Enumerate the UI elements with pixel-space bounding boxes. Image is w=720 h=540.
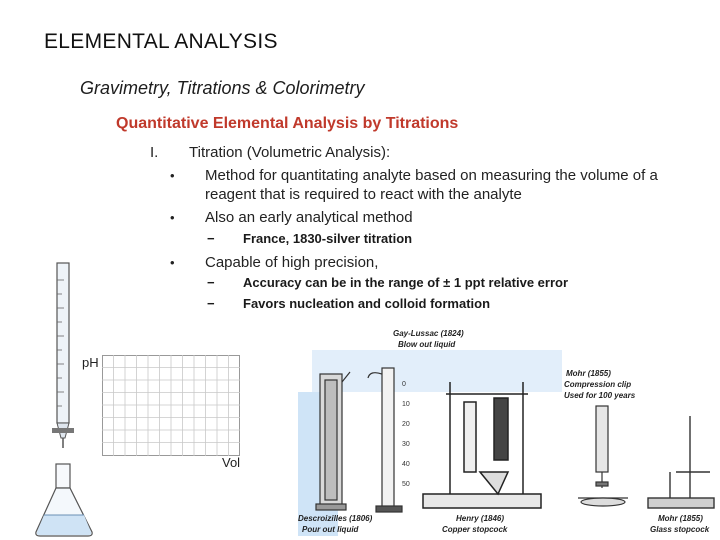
section-heading: Quantitative Elemental Analysis by Titra…: [116, 115, 459, 132]
slide-subtitle: Gravimetry, Titrations & Colorimetry: [80, 78, 365, 98]
caption-gay-lussac-note: Blow out liquid: [398, 340, 456, 349]
caption-mohr-glass: Mohr (1855): [658, 514, 703, 523]
burette-icon: [52, 262, 74, 448]
caption-descroizilles-note: Pour out liquid: [302, 525, 360, 534]
sub-bullet-marker: −: [207, 275, 215, 290]
graph-x-label: Vol: [222, 455, 241, 470]
caption-mohr-clip-note2: Used for 100 years: [564, 391, 636, 400]
sub-bullet-text: Favors nucleation and colloid formation: [243, 296, 491, 311]
caption-descroizilles: Descroizilles (1806): [298, 514, 373, 523]
titration-grid: [102, 355, 240, 456]
svg-text:10: 10: [402, 401, 410, 408]
graph-y-label: pH: [82, 355, 99, 370]
flask-icon: [35, 463, 93, 537]
bullet-marker: •: [170, 210, 175, 225]
sub-bullet-text: Accuracy can be in the range of ± 1 ppt …: [243, 275, 569, 290]
caption-henry-note: Copper stopcock: [442, 525, 508, 534]
svg-text:0: 0: [402, 381, 406, 388]
svg-text:30: 30: [402, 441, 410, 448]
svg-text:50: 50: [402, 481, 410, 488]
outline-marker: I.: [150, 144, 159, 161]
bullet-text: Also an early analytical method: [205, 209, 413, 226]
slide-title: ELEMENTAL ANALYSIS: [44, 30, 278, 53]
caption-mohr-clip: Mohr (1855): [566, 369, 611, 378]
caption-henry: Henry (1846): [456, 514, 504, 523]
bullet-marker: •: [170, 168, 175, 183]
caption-mohr-glass-note: Glass stopcock: [650, 525, 710, 534]
bullet-text: Method for quantitating analyte based on…: [205, 167, 658, 203]
historical-burettes-image: Gay-Lussac (1824) Blow out liquid Mohr (…: [298, 322, 718, 538]
sub-bullet-text: France, 1830-silver titration: [243, 231, 413, 246]
sub-bullet-marker: −: [207, 296, 215, 311]
sub-bullet-marker: −: [207, 231, 215, 246]
svg-text:20: 20: [402, 421, 410, 428]
bullet-marker: •: [170, 255, 175, 270]
svg-text:40: 40: [402, 461, 410, 468]
caption-mohr-clip-note: Compression clip: [564, 380, 631, 389]
caption-gay-lussac: Gay-Lussac (1824): [393, 329, 464, 338]
bullet-text: Capable of high precision,: [205, 254, 379, 271]
outline-item-text: Titration (Volumetric Analysis):: [189, 144, 391, 161]
